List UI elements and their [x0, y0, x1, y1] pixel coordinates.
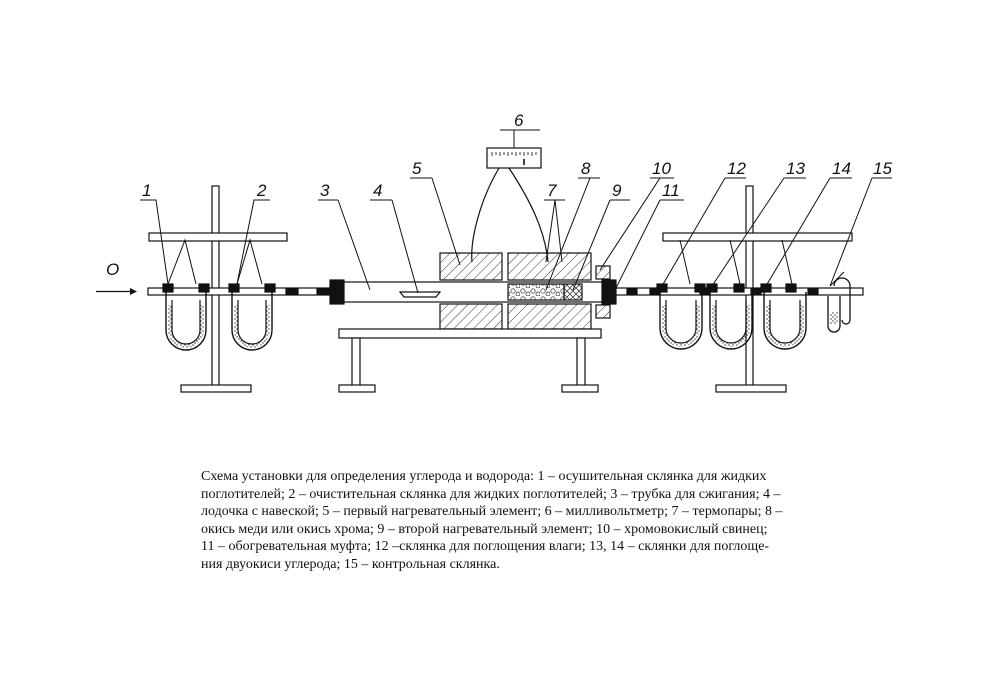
u-tube-13 — [706, 283, 753, 350]
millivoltmeter — [471, 147, 549, 263]
caption-line: Схема установки для определения углерода… — [201, 469, 767, 484]
label-14: 14 — [832, 159, 851, 178]
label-7: 7 — [547, 181, 557, 200]
u-tube-1 — [162, 283, 210, 351]
left-stand — [148, 185, 288, 393]
label-11: 11 — [662, 181, 680, 200]
u-tube-2 — [228, 283, 276, 351]
u-tube-14 — [760, 283, 807, 350]
control-flask-15 — [827, 277, 851, 333]
figure-caption: Схема установки для определения углерода… — [201, 468, 899, 574]
caption-line: окись меди или окись хрома; 9 – второй н… — [201, 521, 768, 537]
caption-line: ния двуокиси углерода; 15 – контрольная … — [201, 556, 500, 572]
label-12: 12 — [727, 159, 746, 178]
label-1: 1 — [142, 181, 151, 200]
u-tubes — [162, 277, 851, 351]
inlet-arrow — [96, 288, 137, 295]
label-13: 13 — [786, 159, 805, 178]
furnace-table — [338, 328, 602, 393]
caption-line: лодочка с навеской; 5 – первый нагревате… — [201, 504, 783, 520]
label-9: 9 — [612, 181, 622, 200]
label-6: 6 — [514, 111, 524, 130]
u-tube-12 — [656, 283, 706, 350]
label-5: 5 — [412, 159, 422, 178]
label-3: 3 — [320, 181, 330, 200]
caption-line: 11 – обогревательная муфта; 12 –склянка … — [201, 539, 770, 555]
label-15: 15 — [873, 159, 892, 178]
label-inlet: O — [106, 260, 119, 279]
right-stand — [662, 185, 853, 393]
label-10: 10 — [652, 159, 671, 178]
leader-lines — [140, 129, 892, 294]
combustion-tube — [329, 279, 617, 305]
label-2: 2 — [256, 181, 267, 200]
caption-line: поглотителей; 2 – очистительная склянка … — [201, 486, 781, 502]
labels: O 1 2 3 4 5 6 7 8 9 10 11 12 13 14 15 — [106, 111, 892, 279]
label-4: 4 — [373, 181, 382, 200]
label-8: 8 — [581, 159, 591, 178]
apparatus-diagram: O 1 2 3 4 5 6 7 8 9 10 11 12 13 14 15 — [96, 111, 892, 393]
heating-elements — [439, 252, 611, 330]
